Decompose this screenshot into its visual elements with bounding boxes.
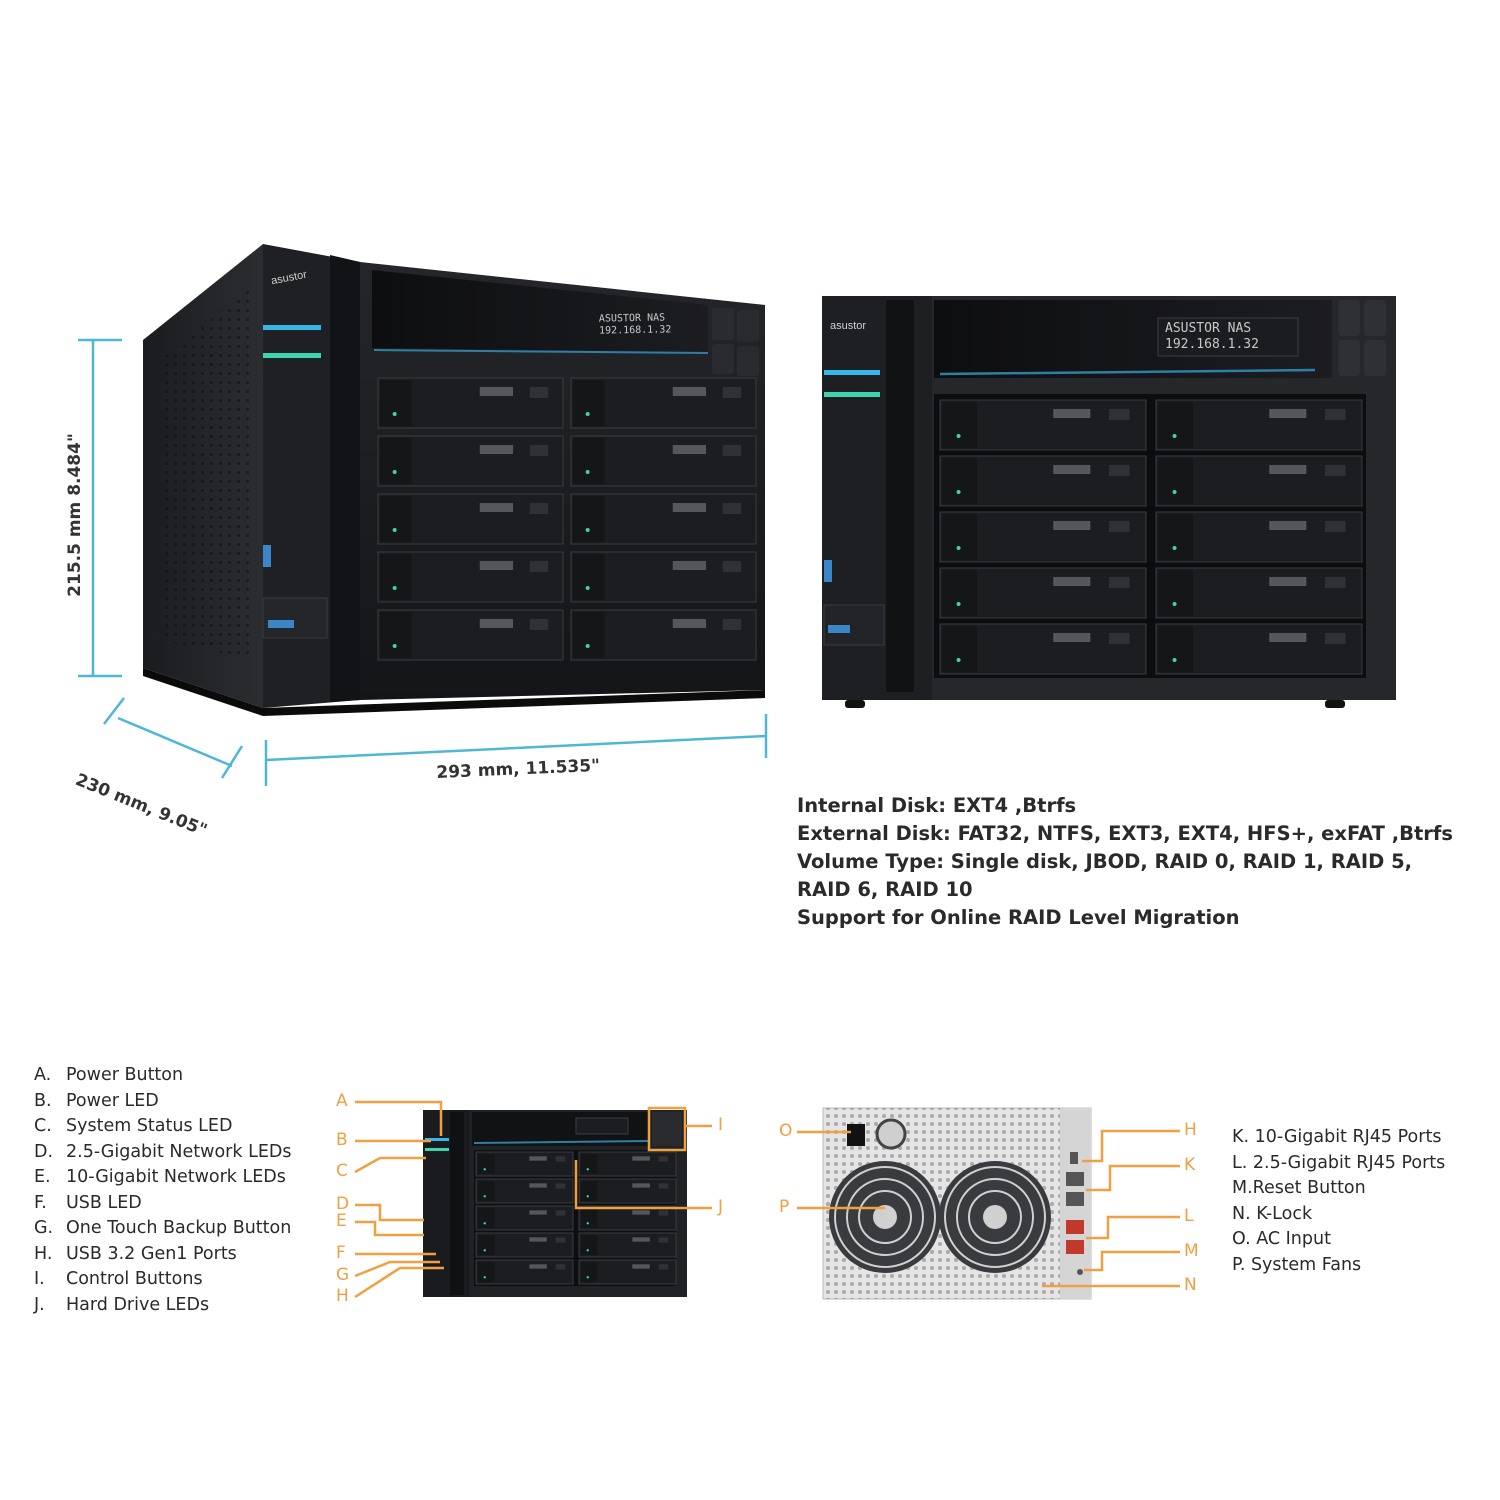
drive-bay	[570, 435, 757, 487]
legend-item: O. AC Input	[1232, 1229, 1331, 1249]
callout-e: E	[336, 1211, 347, 1231]
legend-item: H.USB 3.2 Gen1 Ports	[34, 1243, 237, 1264]
nas-small-front-diagram	[423, 1110, 687, 1297]
drive-bay	[377, 435, 564, 487]
legend-item: L. 2.5-Gigabit RJ45 Ports	[1232, 1152, 1446, 1173]
legend-item: A.Power Button	[34, 1065, 184, 1085]
legend-item: M.Reset Button	[1232, 1178, 1366, 1198]
spec-external-disk: External Disk: FAT32, NTFS, EXT3, EXT4, …	[797, 822, 1454, 845]
legend-item: J.Hard Drive LEDs	[34, 1294, 210, 1315]
drive-bay	[377, 609, 564, 661]
drive-bay	[939, 511, 1147, 563]
dimension-lines	[78, 338, 768, 786]
drive-bay	[377, 551, 564, 603]
lcd-line-2: 192.168.1.32	[599, 324, 672, 337]
callout-f: F	[336, 1243, 346, 1263]
height-dimension-label: 215.5 mm 8.484"	[65, 433, 85, 597]
brand-logo-front: asustor	[830, 320, 867, 332]
callout-c: C	[336, 1161, 348, 1181]
legend-item: P. System Fans	[1232, 1254, 1362, 1275]
file-system-specs: Internal Disk: EXT4 ,Btrfs External Disk…	[797, 792, 1477, 932]
callout-j: J	[718, 1197, 724, 1217]
drive-bay	[578, 1178, 677, 1204]
drive-bay	[578, 1232, 677, 1258]
drive-bay	[1155, 455, 1363, 507]
drive-bay	[570, 609, 757, 661]
callout-k: K	[1184, 1155, 1196, 1175]
nas-front-view	[822, 296, 1396, 708]
rear-legend: K. 10-Gigabit RJ45 Ports L. 2.5-Gigabit …	[1232, 1125, 1445, 1278]
legend-item: E.10-Gigabit Network LEDs	[34, 1167, 286, 1187]
drive-bay	[578, 1151, 677, 1177]
drive-bay	[570, 493, 757, 545]
callout-l: L	[1184, 1206, 1194, 1226]
drive-bay	[939, 623, 1147, 675]
callout-d: D	[336, 1194, 350, 1214]
spec-volume-type: Volume Type: Single disk, JBOD, RAID 0, …	[797, 850, 1413, 873]
drive-bay	[475, 1151, 574, 1177]
ac-input-icon	[847, 1124, 865, 1146]
callout-p: P	[779, 1197, 790, 1217]
drive-bay	[475, 1178, 574, 1204]
power-switch-icon	[875, 1118, 907, 1150]
callout-g: G	[336, 1265, 350, 1285]
legend-item: F.USB LED	[34, 1192, 142, 1213]
nas-rear-diagram	[822, 1107, 1092, 1300]
callout-rear-h: H	[1184, 1120, 1197, 1140]
drive-bay	[1155, 399, 1363, 451]
legend-item: K. 10-Gigabit RJ45 Ports	[1232, 1127, 1442, 1147]
legend-item: B.Power LED	[34, 1090, 159, 1111]
callout-a: A	[336, 1091, 348, 1111]
lcd-display: ASUSTOR NAS 192.168.1.32	[599, 312, 672, 337]
drive-bay	[578, 1259, 677, 1285]
legend-item: N. K-Lock	[1232, 1203, 1313, 1224]
drive-bay	[1155, 567, 1363, 619]
drive-bay	[570, 377, 757, 429]
legend-item: C.System Status LED	[34, 1116, 233, 1136]
drive-bay	[939, 567, 1147, 619]
drive-bay	[475, 1259, 574, 1285]
lcd-line-1: ASUSTOR NAS	[1165, 321, 1252, 336]
spec-volume-type-cont: RAID 6, RAID 10	[797, 878, 973, 901]
drive-bay	[939, 399, 1147, 451]
callout-o: O	[779, 1121, 793, 1141]
callout-i: I	[718, 1115, 724, 1135]
callout-m: M	[1184, 1241, 1199, 1261]
drive-bay	[570, 551, 757, 603]
drive-bay	[1155, 511, 1363, 563]
callout-h: H	[336, 1286, 349, 1306]
lcd-line-2: 192.168.1.32	[1165, 337, 1259, 352]
front-legend: A.Power Button B.Power LED C.System Stat…	[34, 1063, 291, 1318]
callout-b: B	[336, 1130, 348, 1150]
drive-bay	[377, 377, 564, 429]
legend-item: I.Control Buttons	[34, 1269, 203, 1289]
drive-bay	[377, 493, 564, 545]
drive-bay	[939, 455, 1147, 507]
drive-bay	[475, 1205, 574, 1231]
legend-item: D.2.5-Gigabit Network LEDs	[34, 1141, 292, 1162]
nas-perspective-view	[143, 244, 765, 716]
callout-lines	[354, 1100, 1180, 1299]
drive-bay	[475, 1232, 574, 1258]
spec-raid-migration: Support for Online RAID Level Migration	[797, 906, 1240, 929]
spec-internal-disk: Internal Disk: EXT4 ,Btrfs	[797, 794, 1077, 817]
drive-bay	[578, 1205, 677, 1231]
callout-n: N	[1184, 1275, 1197, 1295]
lcd-display-front: ASUSTOR NAS 192.168.1.32	[1165, 321, 1259, 353]
legend-item: G.One Touch Backup Button	[34, 1218, 292, 1238]
drive-bay	[1155, 623, 1363, 675]
